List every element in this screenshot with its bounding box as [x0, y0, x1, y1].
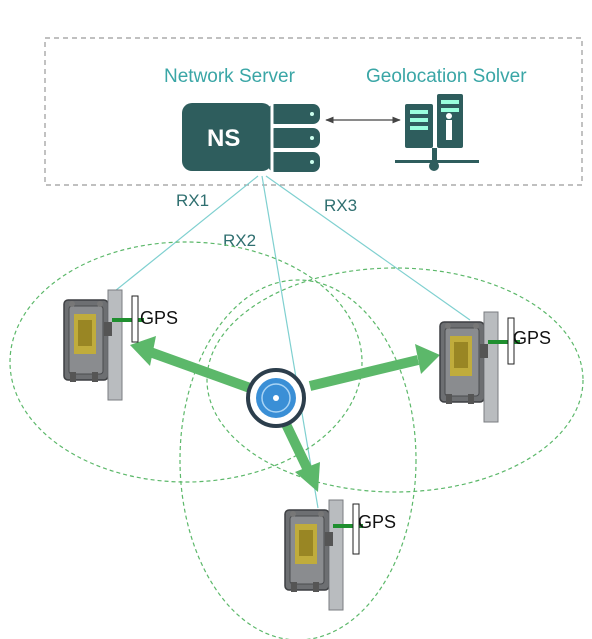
- gateway-left: GPS: [63, 289, 178, 401]
- ns-badge: NS: [207, 125, 240, 152]
- rx1-label: RX1: [176, 191, 209, 210]
- server-tower-icon: [395, 94, 479, 171]
- coverage-right: [206, 267, 584, 493]
- rx1-link: [109, 175, 259, 296]
- gps-label-bottom: GPS: [358, 512, 396, 532]
- gateway-right: GPS: [439, 311, 551, 423]
- gateway-bottom: GPS: [284, 499, 396, 611]
- rx2-link: [261, 175, 319, 509]
- gateway-pole-icon: [63, 289, 144, 401]
- rx3-label: RX3: [324, 196, 357, 215]
- geolocation-solver-label: Geolocation Solver: [366, 66, 527, 87]
- rx2-label: RX2: [223, 231, 256, 250]
- gps-label-right: GPS: [513, 328, 551, 348]
- network-server-label: Network Server: [164, 66, 296, 87]
- rx3-link: [265, 175, 471, 321]
- coverage-bottom: [179, 279, 417, 639]
- server-stack-icon: [182, 103, 320, 172]
- gateway-pole-icon: [439, 311, 520, 423]
- sensor-device-icon: [246, 368, 306, 428]
- coverage-left: [9, 241, 363, 483]
- gps-label-left: GPS: [140, 308, 178, 328]
- signal-arrows: [130, 336, 440, 492]
- gateway-pole-icon: [284, 499, 363, 611]
